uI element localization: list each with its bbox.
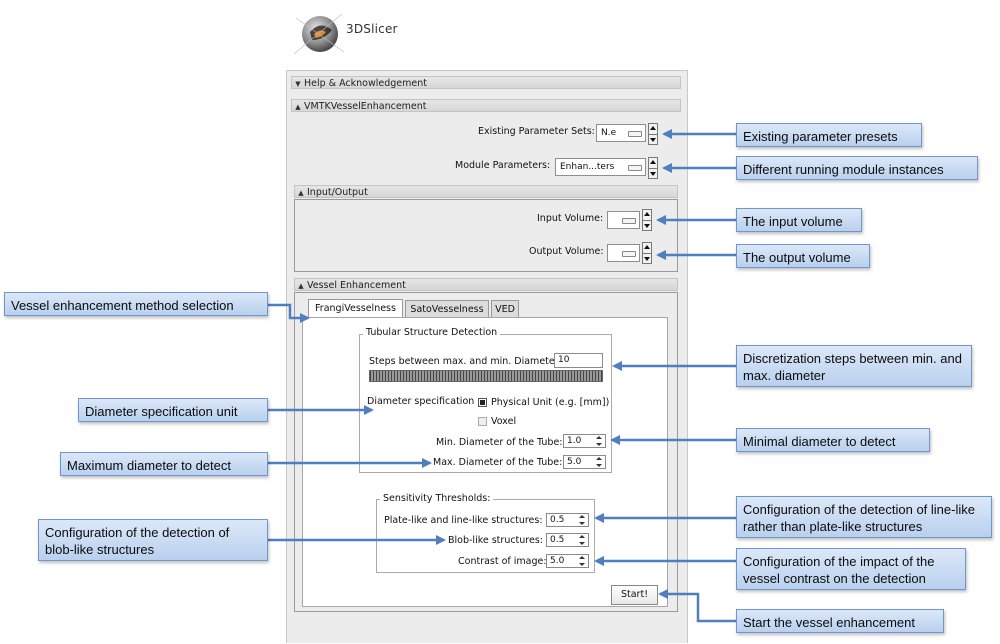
tab-ved[interactable]: VED [491,300,519,317]
min-diam-input[interactable]: 1.0 [563,434,606,448]
input-volume-spinner[interactable] [642,209,652,231]
plate-value: 0.5 [550,515,565,525]
section-io-title: Input/Output [307,187,368,198]
output-volume-combo[interactable] [607,244,640,262]
module-params-combo[interactable]: Enhan...ters [555,158,646,176]
section-vessel-title: Vessel Enhancement [307,280,406,291]
input-volume-label: Input Volume: [537,213,604,224]
physical-unit-radio[interactable] [478,398,487,407]
combo-button-icon [628,165,642,171]
callout-method: Vessel enhancement method selection [4,292,268,316]
callout-output: The output volume [736,244,870,268]
section-io-header[interactable]: ▲Input/Output [294,185,678,198]
stepper-icon[interactable] [595,457,603,467]
steps-slider[interactable] [369,370,603,382]
param-sets-value: N.e [601,128,617,138]
combo-button-icon [622,251,636,257]
combo-button-icon [622,218,636,224]
callout-line-like: Configuration of the detection of line-l… [736,496,992,538]
tab-sato[interactable]: SatoVesselness [405,300,489,317]
section-vmtk-title: VMTKVesselEnhancement [304,101,427,112]
combo-button-icon [628,131,642,137]
section-vessel-header[interactable]: ▲Vessel Enhancement [294,278,678,291]
tab-frangi[interactable]: FrangiVesselness [308,299,403,318]
collapse-icon: ▲ [295,103,301,111]
callout-blob-like: Configuration of the detection of blob-l… [38,519,268,561]
tubular-title: Tubular Structure Detection [363,327,501,338]
output-volume-spinner[interactable] [642,242,652,264]
stepper-icon[interactable] [578,535,586,545]
slicer-logo-icon [293,13,345,55]
plate-label: Plate-like and line-like structures: [384,515,543,526]
collapse-icon: ▲ [298,189,304,197]
slicer-logo [290,6,346,62]
min-diam-label: Min. Diameter of the Tube: [436,437,563,448]
voxel-radio[interactable] [478,417,487,426]
callout-start: Start the vessel enhancement [736,609,944,633]
param-sets-combo[interactable]: N.e [596,124,646,142]
callout-min-diam: Minimal diameter to detect [736,428,930,452]
max-diam-label: Max. Diameter of the Tube: [433,457,563,468]
voxel-label: Voxel [491,416,517,427]
collapse-icon: ▲ [298,282,304,290]
callout-discretization: Discretization steps between min. and ma… [736,345,972,387]
stepper-icon[interactable] [595,436,603,446]
section-help-title: Help & Acknowledgement [304,78,427,89]
module-params-label: Module Parameters: [455,160,551,171]
contrast-input[interactable]: 5.0 [546,554,589,568]
section-help-header[interactable]: ▼Help & Acknowledgement [291,76,681,89]
callout-max-diam: Maximum diameter to detect [60,452,268,476]
contrast-label: Contrast of image: [458,556,547,567]
input-volume-combo[interactable] [607,211,640,229]
plate-input[interactable]: 0.5 [546,513,589,527]
expand-icon: ▼ [295,80,301,88]
max-diam-value: 5.0 [567,457,582,467]
physical-unit-label: Physical Unit (e.g. [mm]) [491,397,610,408]
max-diam-input[interactable]: 5.0 [563,455,606,469]
callout-contrast: Configuration of the impact of the vesse… [736,548,966,590]
callout-input: The input volume [736,208,862,232]
callout-diam-unit: Diameter specification unit [78,398,268,422]
module-params-value: Enhan...ters [560,162,615,172]
steps-input[interactable]: 10 [554,353,603,368]
stepper-icon[interactable] [578,515,586,525]
callout-presets: Existing parameter presets [736,123,922,147]
logo-text: 3DSlicer [346,22,398,36]
steps-label: Steps between max. and min. Diameter [369,356,559,367]
blob-input[interactable]: 0.5 [546,533,589,547]
param-sets-spinner[interactable] [648,123,658,145]
param-sets-label: Existing Parameter Sets: [478,126,595,137]
blob-value: 0.5 [550,535,565,545]
blob-label: Blob-like structures: [448,535,543,546]
stepper-icon[interactable] [578,556,586,566]
min-diam-value: 1.0 [567,436,582,446]
start-button[interactable]: Start! [611,585,658,605]
contrast-value: 5.0 [550,556,565,566]
module-params-spinner[interactable] [648,157,658,179]
sensitivity-title: Sensitivity Thresholds: [380,493,494,504]
diam-spec-label: Diameter specification [367,396,475,407]
callout-instances: Different running module instances [736,156,978,180]
arrow-start [658,589,736,623]
section-vmtk-header[interactable]: ▲VMTKVesselEnhancement [291,99,681,112]
output-volume-label: Output Volume: [529,246,604,257]
arrow-method [268,303,310,323]
